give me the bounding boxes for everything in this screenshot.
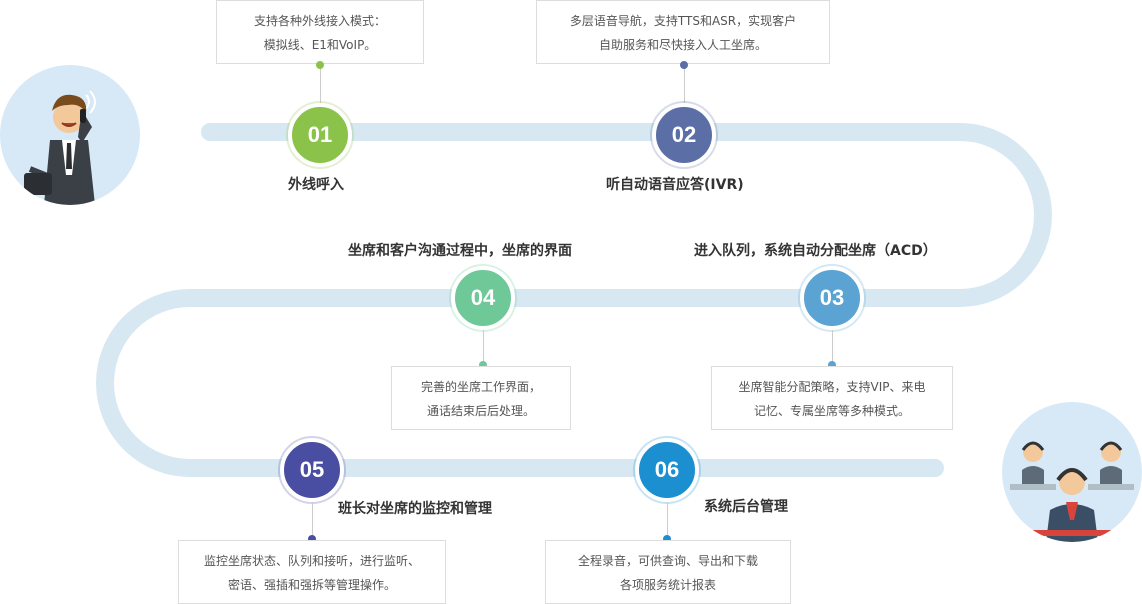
step-02-number: 02 [652, 103, 716, 167]
step-01-number: 01 [288, 103, 352, 167]
step-03-description: 坐席智能分配策略，支持VIP、来电 记忆、专属坐席等多种模式。 [711, 366, 953, 430]
step-03-number: 03 [800, 266, 864, 330]
step-02-description-line1: 多层语音导航，支持TTS和ASR，实现客户 [537, 9, 829, 33]
step-01-connector-dot [316, 61, 324, 69]
step-05-description-line1: 监控坐席状态、队列和接听，进行监听、 [179, 549, 445, 573]
step-06-description-line2: 各项服务统计报表 [546, 573, 790, 597]
step-01-description-line2: 模拟线、E1和VoIP。 [217, 33, 423, 57]
step-02-connector [684, 65, 685, 105]
caller-avatar [0, 65, 140, 205]
step-04-description: 完善的坐席工作界面， 通话结束后后处理。 [391, 366, 571, 430]
step-01-description-line1: 支持各种外线接入模式： [217, 9, 423, 33]
step-04-description-line2: 通话结束后后处理。 [392, 399, 570, 423]
step-06-description-line1: 全程录音，可供查询、导出和下载 [546, 549, 790, 573]
step-05-number: 05 [280, 438, 344, 502]
step-06-title: 系统后台管理 [704, 496, 788, 516]
step-05-title: 班长对坐席的监控和管理 [338, 498, 492, 518]
step-05-description-line2: 密语、强插和强拆等管理操作。 [179, 573, 445, 597]
step-06-number: 06 [635, 438, 699, 502]
businessman-icon [0, 65, 140, 205]
step-04-description-line1: 完善的坐席工作界面， [392, 375, 570, 399]
step-02-description-line2: 自助服务和尽快接入人工坐席。 [537, 33, 829, 57]
step-01-connector [320, 65, 321, 105]
step-02-title: 听自动语音应答(IVR) [606, 174, 744, 194]
step-01-description: 支持各种外线接入模式： 模拟线、E1和VoIP。 [216, 0, 424, 64]
step-05-description: 监控坐席状态、队列和接听，进行监听、 密语、强插和强拆等管理操作。 [178, 540, 446, 604]
step-06-description: 全程录音，可供查询、导出和下载 各项服务统计报表 [545, 540, 791, 604]
step-04-number: 04 [451, 266, 515, 330]
call-agents-icon [1002, 402, 1142, 542]
step-03-description-line1: 坐席智能分配策略，支持VIP、来电 [712, 375, 952, 399]
step-02-description: 多层语音导航，支持TTS和ASR，实现客户 自助服务和尽快接入人工坐席。 [536, 0, 830, 64]
step-01-title: 外线呼入 [288, 174, 344, 194]
step-03-title: 进入队列，系统自动分配坐席（ACD） [694, 240, 937, 260]
step-04-title: 坐席和客户沟通过程中，坐席的界面 [348, 240, 572, 260]
step-02-connector-dot [680, 61, 688, 69]
agents-avatar [1002, 402, 1142, 542]
step-03-description-line2: 记忆、专属坐席等多种模式。 [712, 399, 952, 423]
